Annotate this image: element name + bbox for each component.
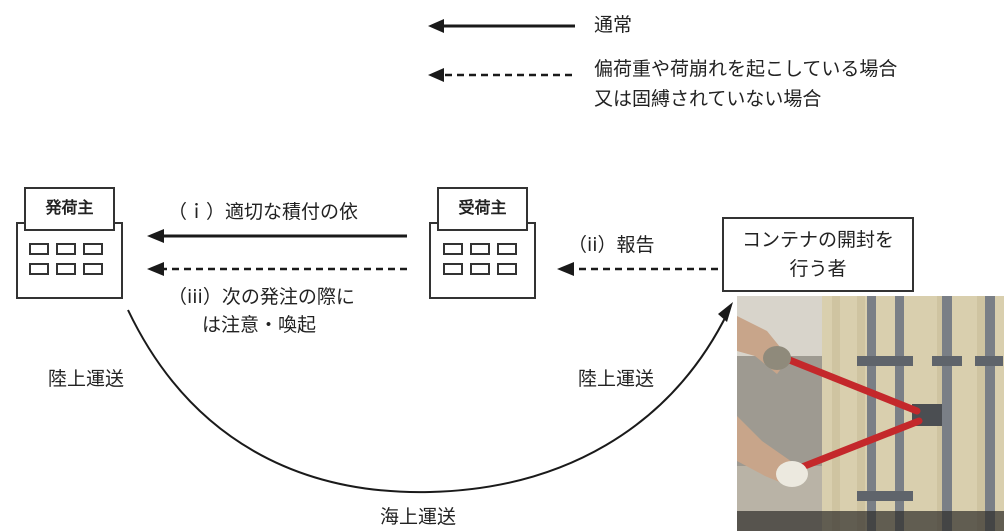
opener-label-line2: 行う者 — [789, 258, 847, 280]
container-opening-photo — [737, 296, 1004, 531]
legend-dashed-arrow — [428, 68, 572, 82]
opener-label-line1: コンテナの開封を — [741, 229, 894, 251]
shipper-label: 発荷主 — [45, 198, 94, 217]
caution-arrow — [147, 262, 407, 276]
shipper-building — [16, 187, 123, 299]
legend-normal-label: 通常 — [594, 14, 633, 36]
legend-abnormal-label-line1: 偏荷重や荷崩れを起こしている場合 — [594, 58, 898, 80]
transport-arc-arrowhead — [718, 302, 733, 322]
caution-label-line2: は注意・喚起 — [202, 314, 317, 336]
consignee-building — [429, 187, 536, 299]
land-transport-left-label: 陸上運送 — [48, 368, 125, 390]
consignee-label: 受荷主 — [458, 198, 507, 217]
transport-arc — [127, 309, 729, 494]
shipper-windows — [29, 243, 103, 275]
opener-box — [722, 217, 914, 292]
legend-abnormal-label-line2: 又は固縛されていない場合 — [594, 88, 822, 110]
report-arrow — [557, 262, 718, 276]
caution-label-line1: （iii）次の発注の際に — [168, 286, 355, 308]
report-label: （ii）報告 — [568, 234, 655, 256]
consignee-windows — [443, 243, 517, 275]
proper-loading-arrow — [147, 229, 407, 243]
land-transport-right-label: 陸上運送 — [578, 368, 655, 390]
legend-solid-arrow — [428, 19, 575, 33]
sea-transport-label: 海上運送 — [380, 506, 457, 528]
proper-loading-label: （ｉ）適切な積付の依 — [168, 201, 359, 223]
